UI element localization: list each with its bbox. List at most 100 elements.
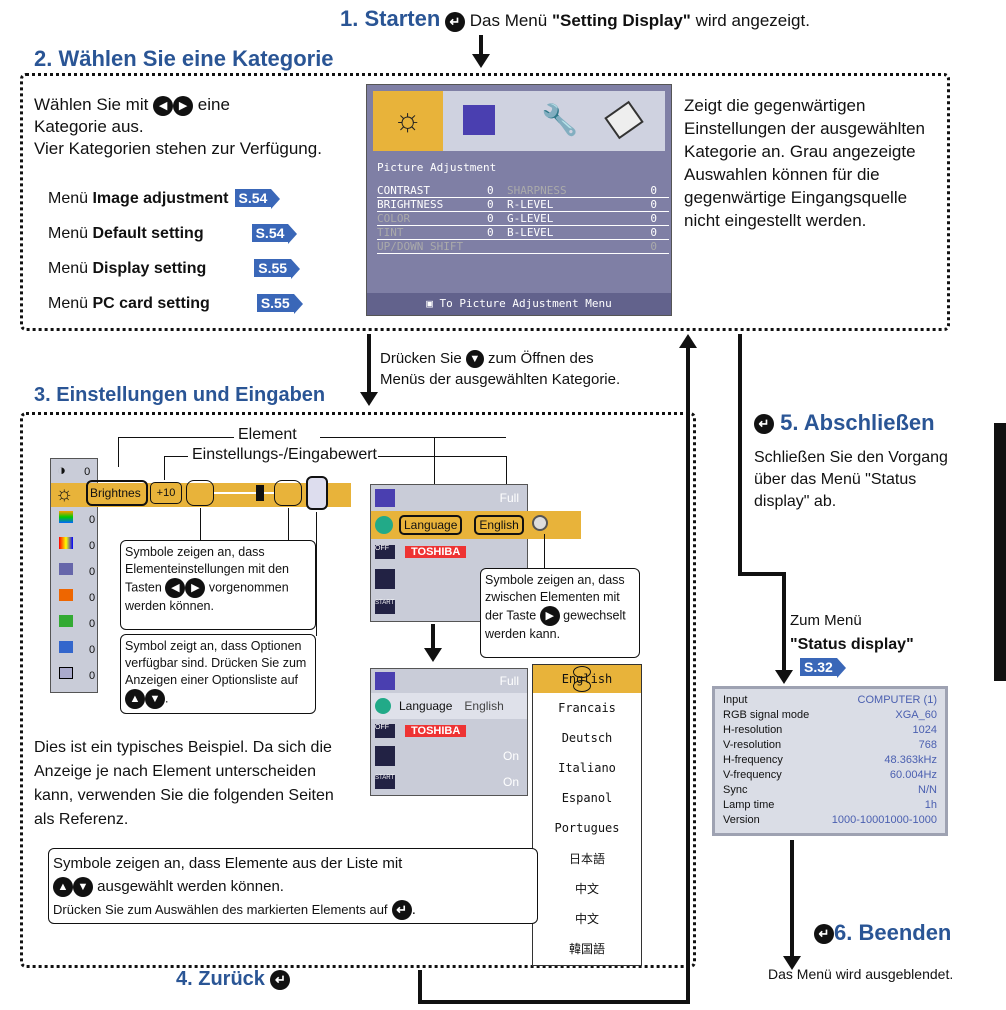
image-setting-row[interactable]: 0 — [51, 507, 97, 533]
page-ref-badge[interactable]: S.54 — [234, 189, 281, 209]
sharpness-icon — [59, 563, 73, 575]
category-name: Display setting — [92, 260, 207, 277]
left-arrow-icon: ◀ — [153, 95, 174, 116]
list-item[interactable]: 中文 — [574, 881, 599, 896]
leader-line — [164, 456, 165, 480]
brightness-label[interactable]: Brightnes — [86, 480, 148, 506]
contrast-icon[interactable]: ◑0 — [57, 462, 91, 479]
switch-indicator-icon[interactable] — [532, 515, 548, 531]
menu-value: Full — [499, 674, 519, 688]
status-row: V-resolution 768 — [723, 738, 937, 753]
status-value: 768 — [918, 739, 937, 751]
page-ref-badge[interactable]: S.54 — [251, 224, 298, 244]
image-setting-row[interactable]: 0 — [51, 637, 97, 663]
enter-icon: ↵ — [754, 414, 774, 435]
return-line — [686, 346, 690, 736]
right-arrow-icon: ▶ — [185, 578, 206, 598]
scroll-up-icon[interactable] — [573, 666, 591, 678]
step3-title: 3. Einstellungen und Eingaben — [34, 384, 326, 406]
status-value: 1024 — [912, 724, 937, 736]
status-label: V-resolution — [723, 739, 782, 751]
language-label: Language — [399, 699, 453, 713]
left-adjust-icon[interactable] — [186, 480, 214, 506]
image-setting-row[interactable]: 0 — [51, 663, 97, 689]
scroll-down-icon[interactable] — [573, 680, 591, 692]
step6-text: Das Menü wird ausgeblendet. — [768, 966, 954, 982]
osd-label: CONTRAST — [377, 184, 430, 197]
g-level-icon — [59, 615, 73, 627]
monitor-icon[interactable] — [463, 105, 495, 135]
osd-title: Picture Adjustment — [377, 161, 497, 174]
between-prefix: Drücken Sie — [380, 350, 462, 367]
image-setting-row[interactable]: 0 — [51, 585, 97, 611]
step2-right-text: Zeigt die gegenwärtigen Einstellungen de… — [684, 96, 926, 230]
pc-card-icon[interactable] — [604, 100, 644, 140]
color-icon — [59, 511, 73, 523]
arrow-down — [431, 624, 435, 652]
leader-line — [544, 534, 545, 570]
goto-ref: S.32 — [794, 658, 846, 678]
leader-line — [434, 437, 435, 487]
osd-row-full[interactable]: Full — [371, 485, 527, 511]
list-item[interactable]: Deutsch — [561, 731, 613, 745]
monitor-icon — [375, 489, 395, 507]
status-value: N/N — [918, 784, 937, 796]
return-line — [418, 970, 422, 1004]
list-item[interactable]: Italiano — [558, 761, 616, 775]
category-name: Image adjustment — [92, 190, 229, 207]
leader-line — [378, 456, 506, 457]
callout-list: Symbole zeigen an, dass Elemente aus der… — [48, 848, 538, 924]
step4-title-text: 4. Zurück — [176, 968, 265, 990]
list-item[interactable]: 中文 — [574, 911, 599, 926]
shift-icon — [59, 667, 73, 679]
status-value: 60.004Hz — [889, 769, 937, 781]
status-label: Lamp time — [723, 799, 775, 811]
options-scroll-icon[interactable] — [306, 476, 328, 510]
tools-icon[interactable]: 🔧 — [541, 104, 579, 137]
brand-logo: TOSHIBA — [405, 725, 467, 737]
leader-line — [316, 512, 317, 636]
page-ref-badge[interactable]: S.32 — [800, 658, 846, 678]
right-arrow-icon: ▶ — [539, 606, 560, 626]
tab-image-adjustment[interactable] — [373, 91, 443, 151]
list-item[interactable]: Francais — [558, 701, 616, 715]
globe-icon — [375, 516, 393, 534]
callout-adjust: Symbole zeigen an, dass Elementeinstellu… — [120, 540, 316, 630]
image-setting-row[interactable]: 0 — [51, 559, 97, 585]
up-arrow-icon: ▲ — [125, 689, 145, 709]
list-item[interactable]: Espanol — [561, 791, 613, 805]
open-category-text: Drücken Sie ▼ zum Öffnen des Menüs der a… — [380, 348, 620, 390]
callout-text: vorgenommen werden können. — [125, 580, 289, 613]
step2-text1b: eine — [197, 95, 230, 114]
osd-row-full[interactable]: Full — [371, 669, 527, 693]
osd-label: SHARPNESS — [507, 184, 567, 197]
image-setting-row[interactable]: 0 — [51, 611, 97, 637]
slider-thumb[interactable] — [256, 485, 264, 501]
between-line2: Menüs der ausgewählten Kategorie. — [380, 371, 621, 388]
right-adjust-icon[interactable] — [274, 480, 302, 506]
list-item[interactable]: Portugues — [554, 821, 620, 835]
image-setting-row[interactable]: 0 — [51, 533, 97, 559]
arrow-head — [472, 54, 490, 68]
page-ref-badge[interactable]: S.55 — [254, 259, 300, 279]
osd-value: 0 — [650, 198, 657, 211]
category-item: Menü Image adjustment S.54 — [48, 189, 338, 224]
page-ref-badge[interactable]: S.55 — [256, 294, 303, 314]
osd-value: 0 — [650, 226, 657, 239]
list-item[interactable]: 日本語 — [568, 851, 605, 866]
slider-value: 0 — [84, 466, 91, 478]
osd-row-on[interactable]: On — [371, 743, 527, 769]
pointer-icon — [375, 746, 395, 766]
category-prefix: Menü — [48, 190, 93, 207]
list-item[interactable]: 韓国語 — [568, 941, 605, 956]
